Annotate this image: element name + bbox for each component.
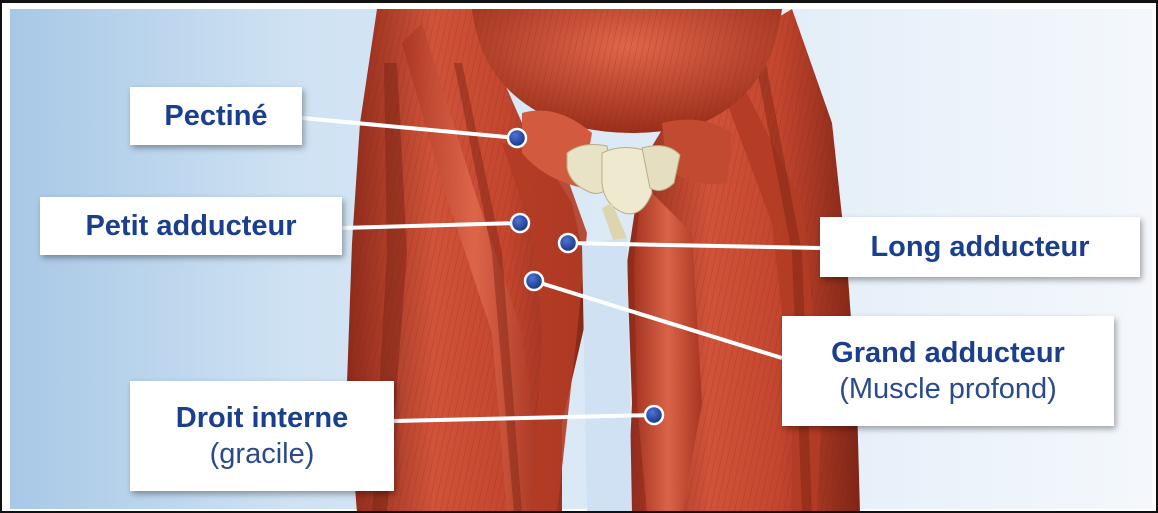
label-petit-adducteur: Petit adducteur (40, 197, 342, 255)
label-long-adducteur: Long adducteur (820, 217, 1140, 277)
label-petit-adducteur-text: Petit adducteur (85, 208, 296, 244)
marker-grand-adducteur (525, 272, 543, 290)
label-grand-adducteur-text: Grand adducteur (831, 335, 1065, 371)
label-grand-adducteur: Grand adducteur (Muscle profond) (782, 316, 1114, 426)
label-droit-interne: Droit interne (gracile) (130, 381, 394, 491)
label-pectine-text: Pectiné (164, 98, 267, 134)
marker-petit-adducteur (511, 214, 529, 232)
label-droit-interne-subtext: (gracile) (210, 436, 315, 472)
label-grand-adducteur-subtext: (Muscle profond) (839, 371, 1057, 407)
marker-droit-interne (645, 406, 663, 424)
label-droit-interne-text: Droit interne (176, 400, 348, 436)
thigh-gap (582, 238, 632, 513)
label-long-adducteur-text: Long adducteur (870, 229, 1089, 265)
marker-long-adducteur (559, 234, 577, 252)
label-pectine: Pectiné (130, 87, 302, 145)
marker-pectine (508, 129, 526, 147)
